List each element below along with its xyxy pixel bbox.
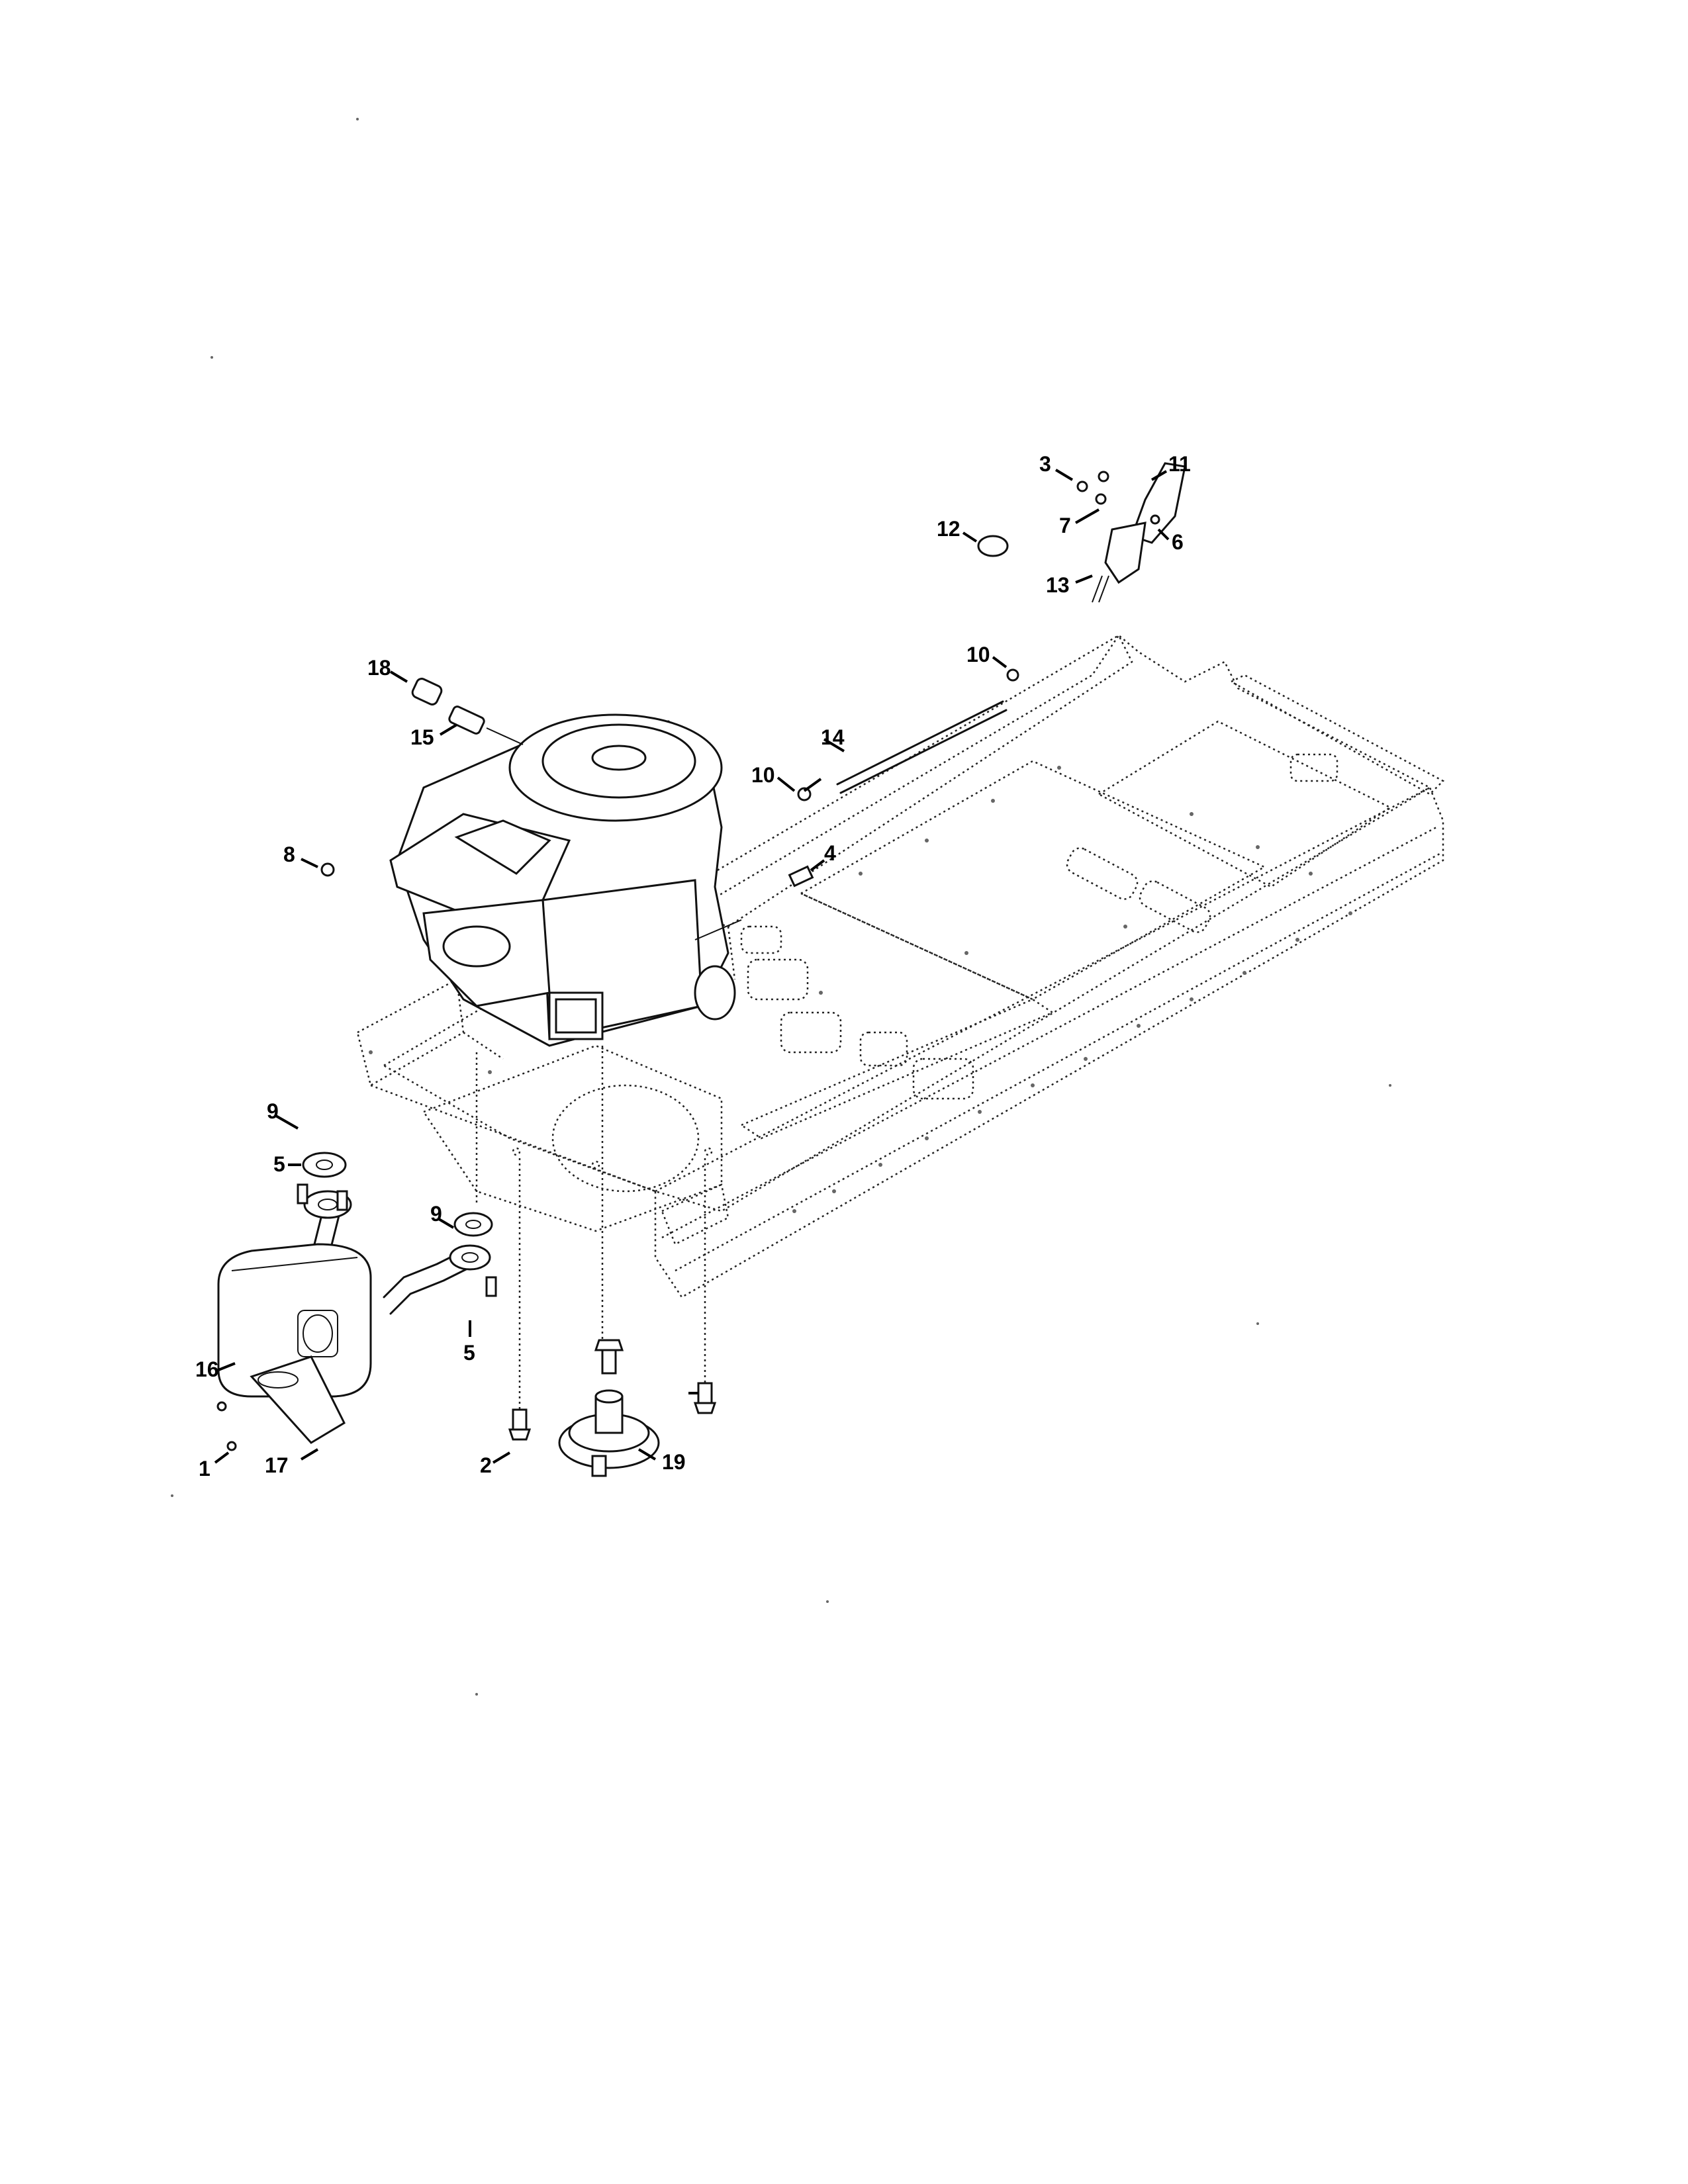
grommet (977, 535, 1009, 557)
callout-1: 1 (199, 1457, 211, 1480)
muffler-assembly (216, 1152, 497, 1451)
callout-5-right: 5 (463, 1341, 475, 1365)
engine-pulley (558, 1046, 660, 1477)
mount-bolts (475, 1052, 717, 1441)
spark-plug-parts (411, 678, 524, 745)
callout-9-left: 9 (267, 1099, 279, 1123)
callout-4: 4 (824, 841, 836, 865)
rail-holes (369, 766, 1352, 1213)
callout-19: 19 (662, 1450, 686, 1474)
callout-3: 3 (1039, 452, 1051, 476)
callout-10-top: 10 (966, 643, 990, 666)
callout-9-right: 9 (430, 1202, 442, 1226)
callout-15: 15 (410, 725, 434, 749)
throttle-control (1076, 462, 1186, 603)
chassis-frame (356, 633, 1445, 1298)
engine (389, 713, 742, 1047)
callout-10-mid: 10 (751, 763, 775, 787)
drain-cap (320, 862, 335, 877)
callout-6: 6 (1172, 530, 1184, 554)
callout-labels: 3 11 12 7 6 13 10 18 15 14 10 4 8 9 5 9 … (195, 452, 1191, 1480)
callout-13: 13 (1046, 573, 1070, 597)
callout-11: 11 (1168, 452, 1191, 476)
callout-12: 12 (937, 517, 961, 541)
scan-specks (171, 118, 1391, 1696)
callout-16: 16 (195, 1357, 219, 1381)
callout-2: 2 (480, 1453, 492, 1477)
leader-lines (214, 469, 1170, 1464)
callout-7: 7 (1059, 514, 1071, 537)
callout-17: 17 (265, 1453, 289, 1477)
callout-5-left: 5 (273, 1152, 285, 1176)
control-rod (788, 668, 1019, 887)
callout-14: 14 (821, 725, 845, 749)
callout-8: 8 (283, 842, 295, 866)
callout-18: 18 (367, 656, 391, 680)
